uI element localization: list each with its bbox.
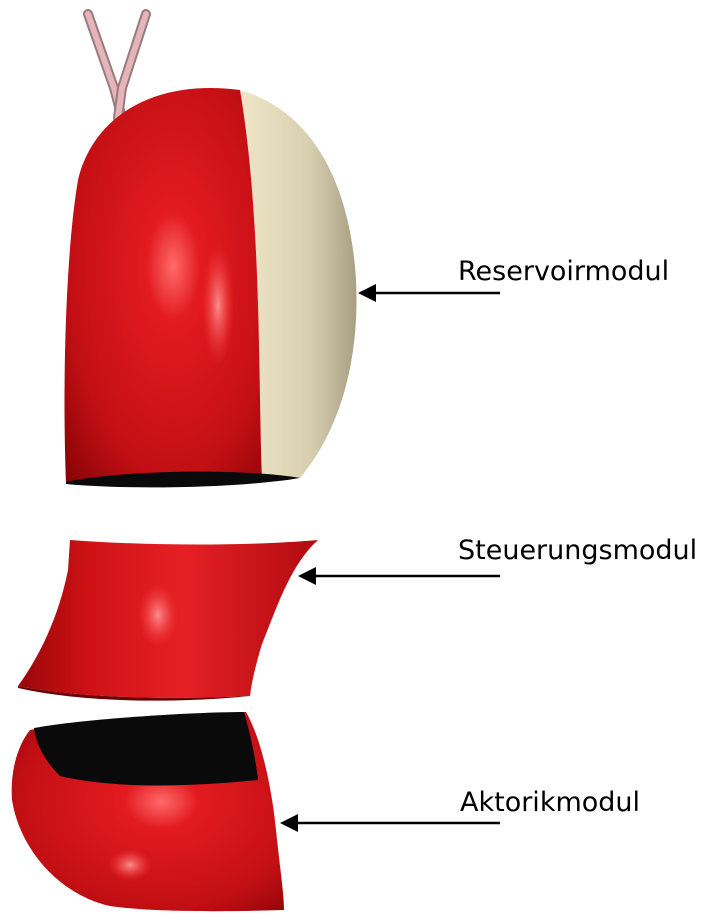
reservoir-module [65,88,357,487]
label-aktorikmodul: Aktorikmodul [460,789,640,816]
arrow-steuerung [298,567,500,585]
steuerung-module [18,540,318,701]
aktorik-module [12,712,284,911]
tubes [88,14,146,118]
label-reservoirmodul: Reservoirmodul [458,258,669,285]
label-steuerungsmodul: Steuerungsmodul [458,537,697,564]
